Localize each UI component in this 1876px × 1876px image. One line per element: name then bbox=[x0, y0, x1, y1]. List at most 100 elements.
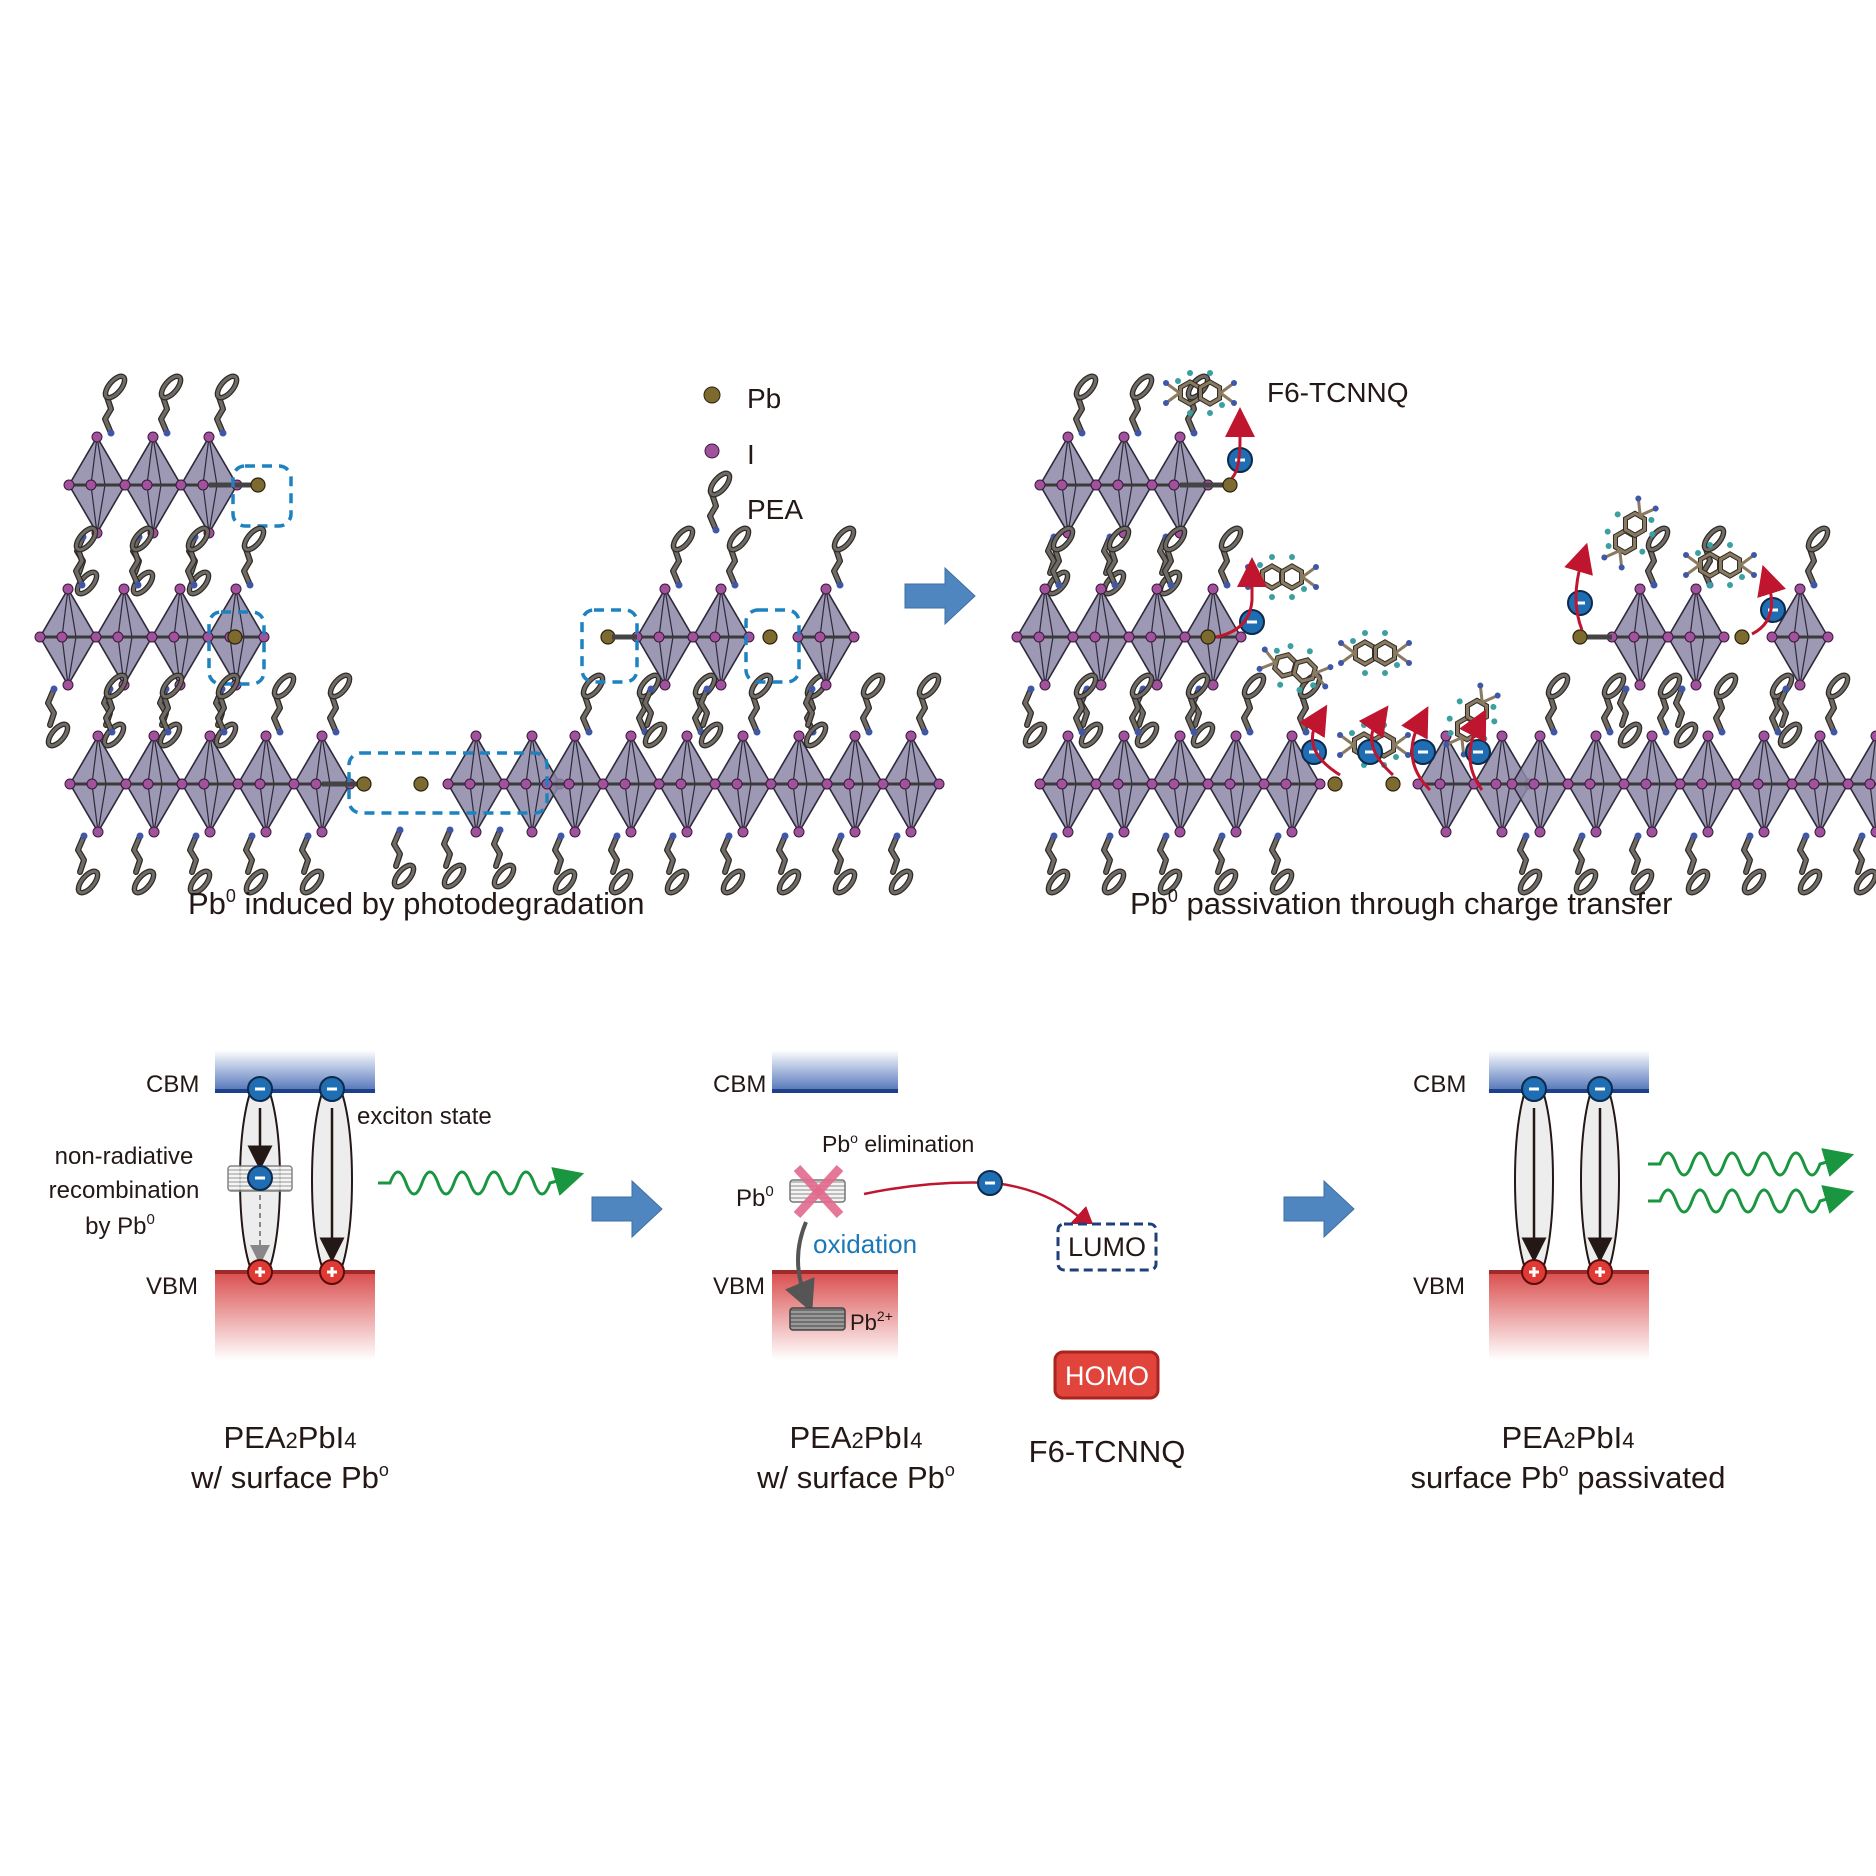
iodine-atom-icon bbox=[849, 730, 861, 742]
nonradiative-label-3: by Pb0 bbox=[85, 1211, 155, 1240]
pea-molecule-icon bbox=[1645, 525, 1671, 589]
pea-molecule-icon bbox=[670, 525, 696, 589]
f6-tcnnq-molecule-icon bbox=[1683, 542, 1757, 588]
lead-atom-icon bbox=[1222, 477, 1238, 493]
iodine-atom-icon bbox=[569, 826, 581, 838]
iodine-atom-icon bbox=[1112, 778, 1124, 790]
molecule-title: F6-TCNNQ bbox=[1029, 1434, 1186, 1469]
iodine-atom-icon bbox=[848, 631, 860, 643]
pea-molecule-icon bbox=[1601, 672, 1627, 736]
pbi6-octahedron bbox=[1674, 730, 1742, 838]
iodine-atom-icon bbox=[1118, 730, 1130, 742]
charge-transfer-arrow bbox=[1358, 705, 1395, 777]
pb0-label: Pb0 bbox=[736, 1183, 774, 1212]
pb2-label: Pb2+ bbox=[850, 1308, 893, 1335]
pea-molecule-icon bbox=[1517, 832, 1543, 896]
homo-label: HOMO bbox=[1065, 1361, 1149, 1391]
iodine-atom-icon bbox=[1870, 730, 1876, 742]
iodine-atom-icon bbox=[709, 778, 721, 790]
iodine-atom-icon bbox=[86, 778, 98, 790]
pbi6-octahedron bbox=[1090, 431, 1158, 539]
iodine-atom-icon bbox=[1628, 631, 1640, 643]
defect-highlight-box bbox=[580, 608, 639, 684]
pea-molecule-icon bbox=[1106, 525, 1132, 589]
pea-molecule-icon bbox=[832, 832, 858, 896]
iodine-atom-icon bbox=[1690, 679, 1702, 691]
vbm-edge bbox=[215, 1270, 375, 1274]
pea-molecule-icon bbox=[1185, 672, 1211, 736]
iodine-atom-icon bbox=[1634, 679, 1646, 691]
pbi6-octahedron bbox=[1067, 583, 1135, 691]
iodine-atom-icon bbox=[1684, 631, 1696, 643]
pea-molecule-icon bbox=[327, 672, 353, 736]
iodine-atom-icon bbox=[1039, 583, 1051, 595]
pea-molecule-icon bbox=[129, 525, 155, 589]
f6-tcnnq-molecule-icon bbox=[1245, 554, 1319, 600]
iodine-atom-icon bbox=[1230, 730, 1242, 742]
iodine-atom-icon bbox=[1112, 479, 1124, 491]
pea-molecule-icon bbox=[831, 525, 857, 589]
iodine-atom-icon bbox=[1118, 826, 1130, 838]
band-diagram-charge-transfer: CBM VBM Pb0 oxidation Pb2+ Pbo eliminati… bbox=[713, 1050, 1185, 1495]
band-diagram-passivated: CBM VBM PEA2PbI4 surface Pbo passivated bbox=[1410, 1050, 1855, 1495]
iodine-atom-icon bbox=[675, 778, 687, 790]
pea-molecule-icon bbox=[720, 832, 746, 896]
iodine-atom-icon bbox=[1822, 631, 1834, 643]
iodine-atom-icon bbox=[653, 631, 665, 643]
pea-molecule-icon bbox=[103, 672, 129, 736]
iodine-atom-icon bbox=[1286, 826, 1298, 838]
iodine-atom-icon bbox=[849, 826, 861, 838]
iodine-atom-icon bbox=[254, 778, 266, 790]
iodine-atom-icon bbox=[1758, 730, 1770, 742]
pea-molecule-icon bbox=[45, 685, 71, 749]
iodine-atom-icon bbox=[316, 826, 328, 838]
iodine-atom-icon bbox=[933, 778, 945, 790]
pea-molecule-icon bbox=[299, 832, 325, 896]
cbm-edge bbox=[215, 1089, 375, 1093]
iodine-atom-icon bbox=[1752, 778, 1764, 790]
iodine-atom-icon bbox=[820, 679, 832, 691]
vbm-label: VBM bbox=[713, 1273, 765, 1300]
iodine-atom-icon bbox=[709, 631, 721, 643]
iodine-atom-icon bbox=[1864, 778, 1876, 790]
pea-molecule-icon bbox=[1685, 832, 1711, 896]
iodine-atom-icon bbox=[198, 778, 210, 790]
iodine-atom-icon bbox=[1702, 730, 1714, 742]
lead-atom-icon bbox=[1327, 776, 1343, 792]
photon-emission-icon bbox=[1648, 1185, 1855, 1214]
iodine-atom-icon bbox=[63, 479, 75, 491]
pea-molecule-icon bbox=[159, 672, 185, 736]
iodine-atom-icon bbox=[1280, 778, 1292, 790]
electron-icon bbox=[247, 1076, 273, 1102]
pea-molecule-icon bbox=[1741, 832, 1767, 896]
pbi6-octahedron bbox=[1034, 431, 1102, 539]
iodine-atom-icon bbox=[203, 431, 215, 443]
pea-molecule-icon bbox=[1218, 525, 1244, 589]
lead-atom-icon bbox=[250, 477, 266, 493]
iodine-atom-icon bbox=[1090, 778, 1102, 790]
defect-highlight-box bbox=[744, 608, 801, 684]
pea-molecule-icon bbox=[1657, 672, 1683, 736]
iodine-atom-icon bbox=[1089, 631, 1101, 643]
electron-icon bbox=[1239, 609, 1265, 635]
iodine-atom-icon bbox=[1034, 778, 1046, 790]
pea-molecule-icon bbox=[187, 832, 213, 896]
pea-legend-icon bbox=[707, 470, 733, 534]
pea-molecule-icon bbox=[1825, 672, 1851, 736]
iodine-atom-icon bbox=[737, 730, 749, 742]
iodine-atom-icon bbox=[232, 778, 244, 790]
iodine-atom-icon bbox=[687, 631, 699, 643]
cbm-label: CBM bbox=[146, 1071, 199, 1098]
iodine-atom-icon bbox=[1235, 631, 1247, 643]
iodine-atom-icon bbox=[1690, 583, 1702, 595]
f6-tcnnq-molecule-icon bbox=[1256, 643, 1334, 693]
iodine-atom-icon bbox=[1562, 778, 1574, 790]
pea-molecule-icon bbox=[580, 672, 606, 736]
iodine-atom-icon bbox=[1146, 778, 1158, 790]
iodine-atom-icon bbox=[112, 631, 124, 643]
iodine-atom-icon bbox=[1702, 826, 1714, 838]
nonradiative-label-1: non-radiative bbox=[55, 1143, 194, 1170]
pea-molecule-icon bbox=[1045, 832, 1071, 896]
pea-molecule-icon bbox=[73, 525, 99, 589]
pea-molecule-icon bbox=[726, 525, 752, 589]
